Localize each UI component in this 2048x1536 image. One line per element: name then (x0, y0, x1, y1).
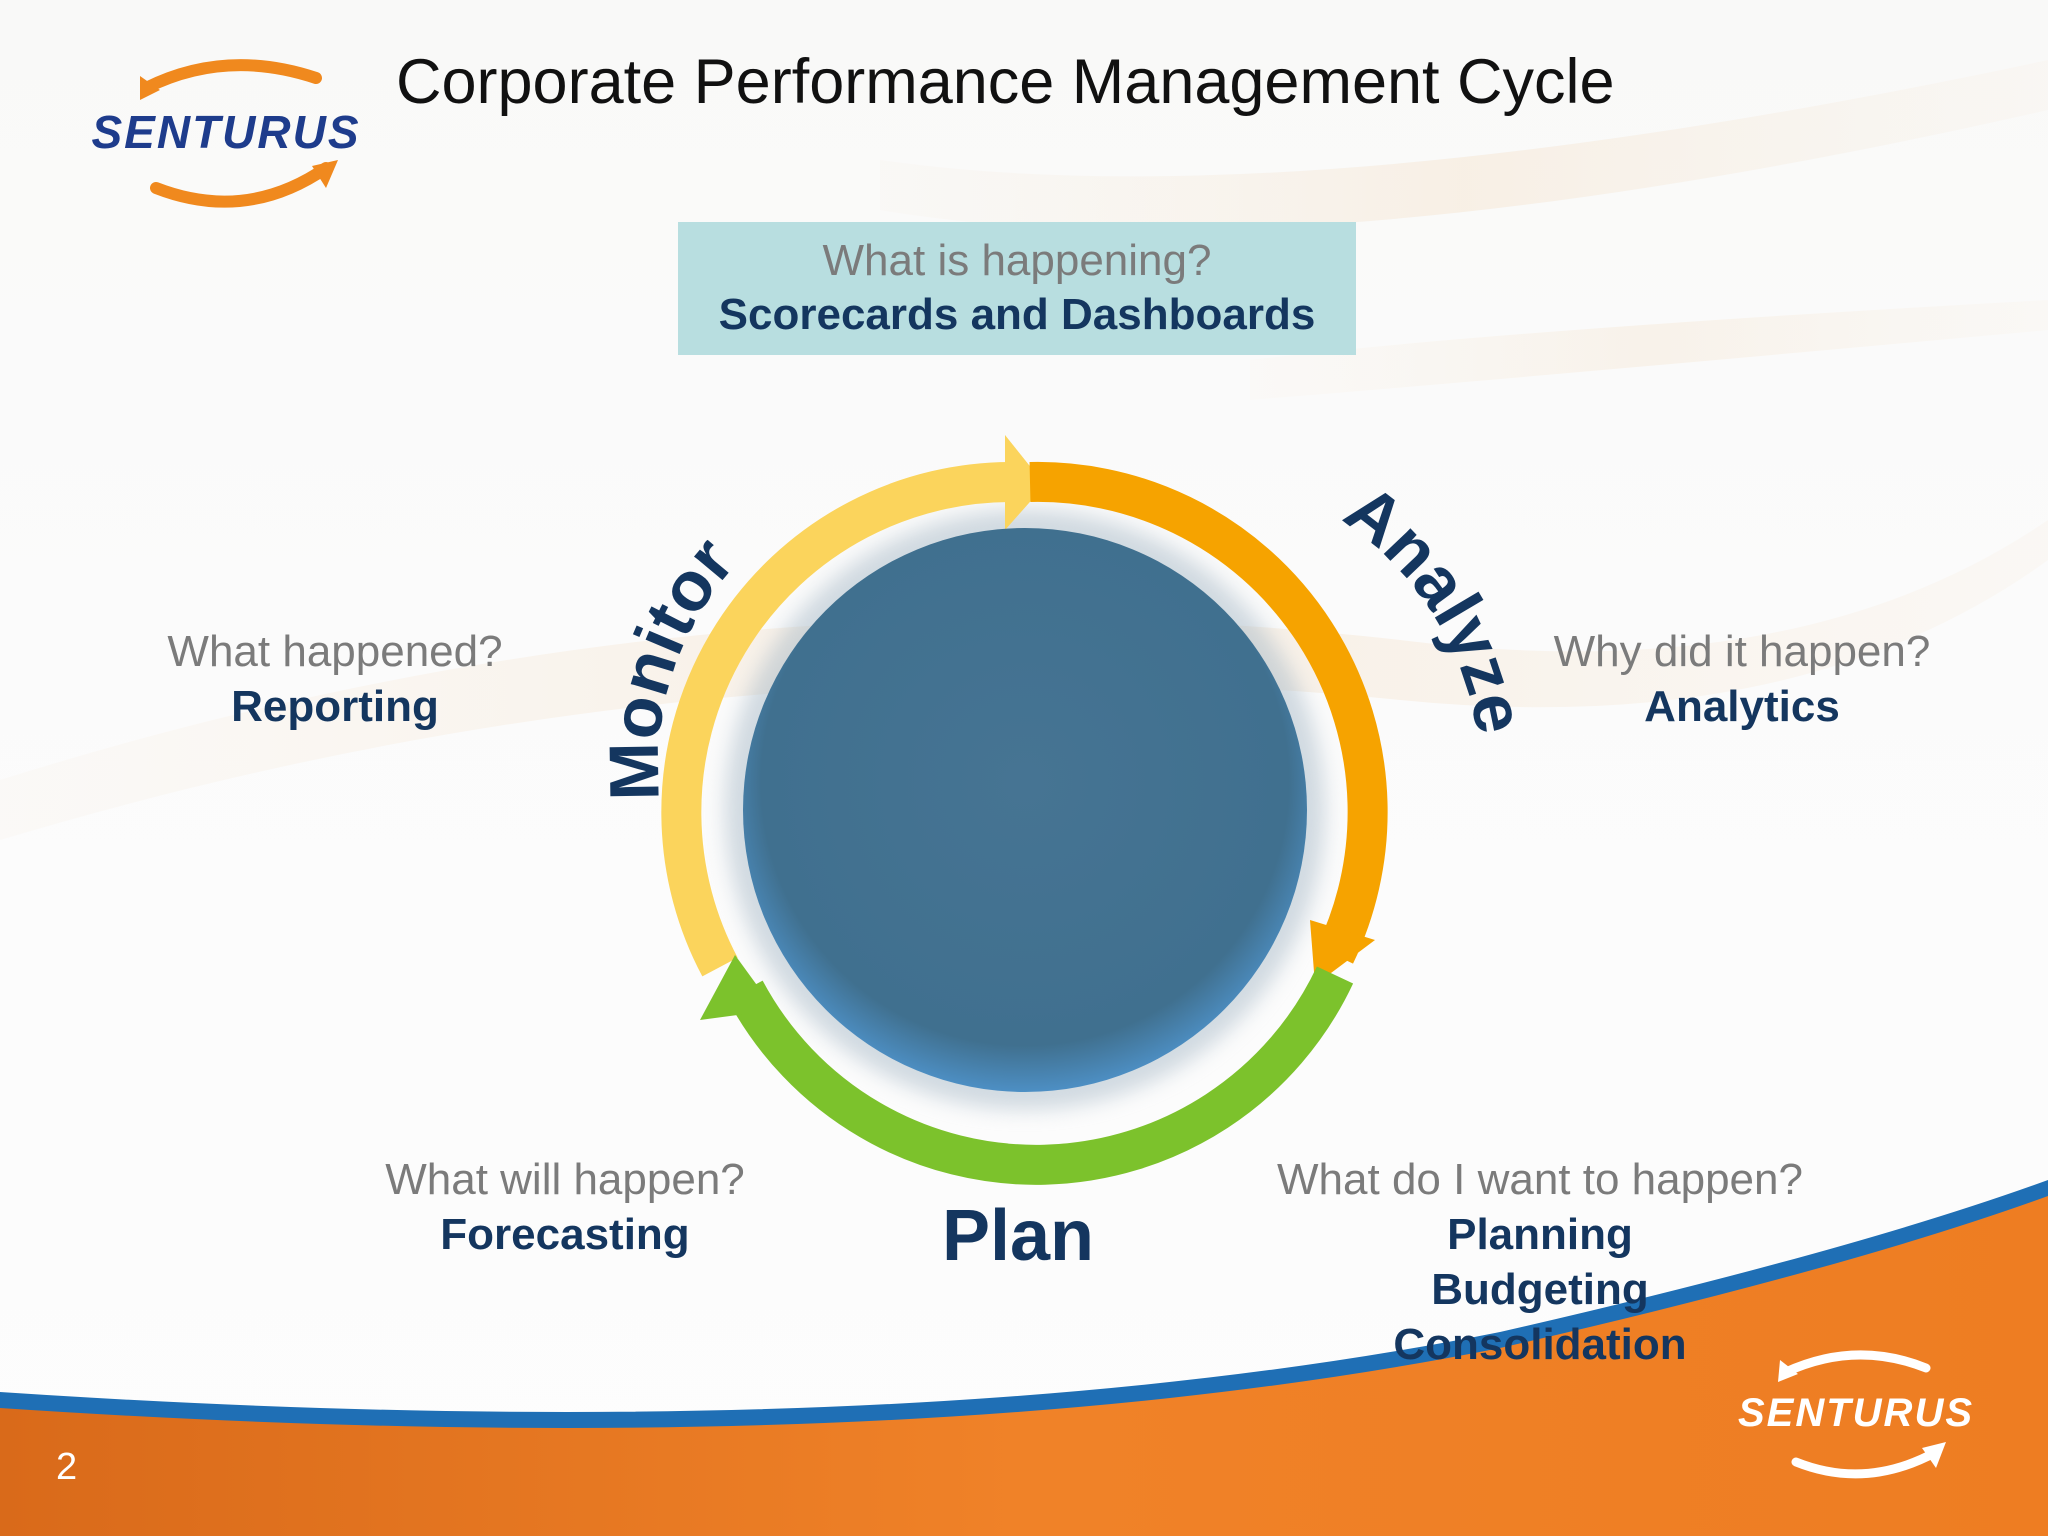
left-block: What happened? Reporting (140, 630, 530, 729)
page-number: 2 (56, 1446, 77, 1489)
right-block: Why did it happen? Analytics (1532, 630, 1952, 729)
center-circle (743, 528, 1307, 1092)
logo-text: SENTURUS (91, 106, 360, 158)
slide-title: Corporate Performance Management Cycle (396, 46, 1796, 118)
senturus-footer-logo: SENTURUS (1696, 1342, 2016, 1492)
stage-label-plan: Plan (942, 1196, 1094, 1276)
footer-logo-text: SENTURUS (1738, 1391, 1974, 1435)
top-question: What is happening? (678, 236, 1356, 286)
right-question: Why did it happen? (1532, 630, 1952, 674)
cycle-diagram: Monitor Analyze Plan (540, 380, 1520, 1310)
top-answer: Scorecards and Dashboards (678, 290, 1356, 340)
left-answer: Reporting (140, 685, 530, 729)
right-answer: Analytics (1532, 685, 1952, 729)
top-box: What is happening? Scorecards and Dashbo… (678, 222, 1356, 355)
left-question: What happened? (140, 630, 530, 674)
senturus-logo: SENTURUS (56, 48, 396, 218)
